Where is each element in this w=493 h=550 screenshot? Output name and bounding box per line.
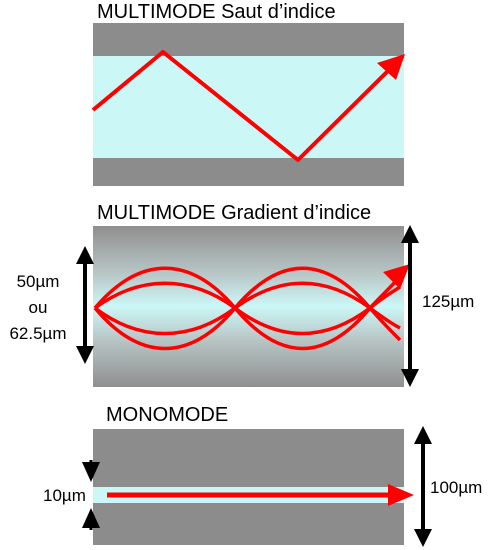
step-index-ray-arrowhead bbox=[377, 54, 405, 80]
graded-index-ray-4 bbox=[93, 281, 401, 336]
step-index-cladding-top bbox=[93, 23, 404, 56]
single-cladding-dim-arrow-down bbox=[414, 529, 432, 547]
graded-core-dim-arrow-up bbox=[76, 246, 94, 264]
graded-cladding-dim-arrow-up bbox=[401, 225, 419, 243]
graded-index-ray-2 bbox=[93, 281, 401, 336]
graded-core-dim-label-2: ou bbox=[29, 298, 48, 317]
single-mode-cladding-bottom bbox=[93, 503, 404, 545]
single-core-dim-arrow-up bbox=[82, 508, 100, 528]
step-index-section: MULTIMODE Saut d’indice bbox=[91, 1, 405, 186]
graded-index-ray-arrowhead bbox=[383, 264, 410, 289]
single-core-dim-label: 10µm bbox=[43, 486, 86, 505]
graded-cladding-dim-arrow-down bbox=[401, 369, 419, 387]
step-index-ray bbox=[91, 50, 405, 162]
graded-index-title: MULTIMODE Gradient d’indice bbox=[97, 202, 371, 224]
single-mode-cladding-top bbox=[93, 429, 404, 487]
graded-cladding-dim-label: 125µm bbox=[422, 292, 474, 311]
single-mode-ray-arrowhead bbox=[388, 484, 414, 506]
step-index-cladding-bottom bbox=[93, 158, 404, 186]
single-core-dim-arrow-down bbox=[82, 462, 100, 482]
graded-index-ray-1 bbox=[93, 266, 405, 351]
graded-core-dim-label-1: 50µm bbox=[17, 272, 60, 291]
graded-core-dim-arrow-down bbox=[76, 346, 94, 364]
single-mode-title: MONOMODE bbox=[106, 404, 228, 426]
single-cladding-dim-label: 100µm bbox=[430, 478, 482, 497]
graded-core-dim-label-3: 62.5µm bbox=[9, 324, 66, 343]
graded-index-ray-3 bbox=[93, 266, 402, 351]
single-mode-section: MONOMODE 10µm 100µm bbox=[43, 404, 482, 547]
single-cladding-dim-arrow-up bbox=[414, 426, 432, 444]
graded-index-section: MULTIMODE Gradient d’indice 50µm ou 62.5… bbox=[9, 202, 474, 387]
graded-index-fiber bbox=[93, 226, 404, 387]
step-index-title: MULTIMODE Saut d’indice bbox=[97, 1, 336, 23]
